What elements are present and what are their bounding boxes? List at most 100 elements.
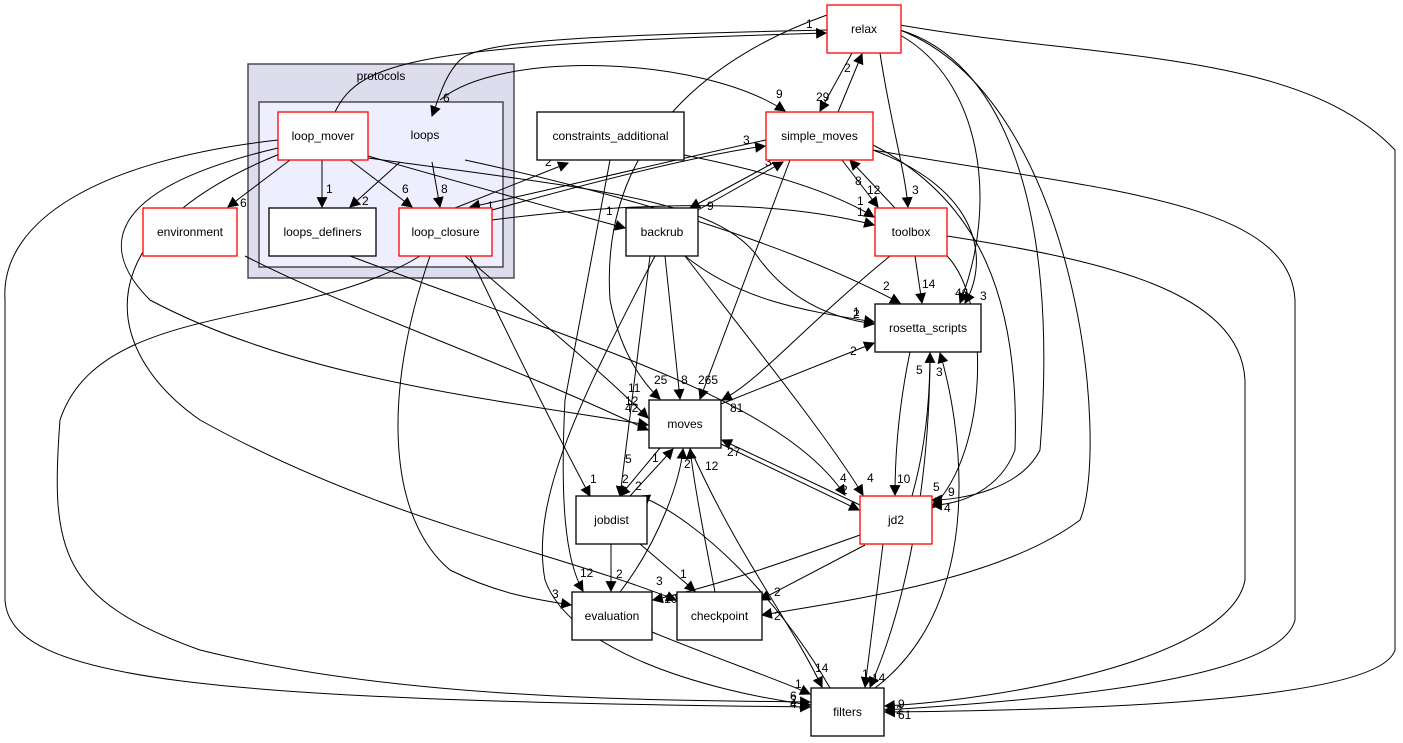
edge-simple_moves-to-moves[interactable] <box>698 159 791 401</box>
node-box[interactable] <box>536 111 685 161</box>
edge-moves-to-rosetta_scripts[interactable] <box>720 341 876 405</box>
edge-rosetta_scripts-to-filters[interactable] <box>869 351 931 689</box>
edge-label-rosetta_scripts-to-jd2[interactable]: 10 <box>897 472 911 486</box>
edge-environment-to-moves[interactable] <box>244 255 649 431</box>
edge-relax-to-checkpoint[interactable] <box>760 29 1091 619</box>
node-toolbox[interactable]: toolbox <box>874 207 948 257</box>
edge-simple_moves-to-relax[interactable] <box>837 52 864 113</box>
edge-label-loop_closure-to-moves[interactable]: 11 <box>628 381 641 395</box>
edge-constraints_additional-to-toolbox[interactable] <box>683 154 875 218</box>
edge-label-loop_mover-to-backrub[interactable]: 1 <box>606 204 613 218</box>
edge-simple_moves-to-jd2[interactable] <box>872 144 1016 511</box>
edge-loop_closure-to-evaluation[interactable] <box>397 255 573 609</box>
edge-toolbox-to-moves[interactable] <box>721 255 891 401</box>
edge-jd2-to-checkpoint[interactable] <box>759 544 866 601</box>
edge-loops-to-loop_closure[interactable] <box>431 161 444 209</box>
edge-label-jd2-to-rosetta_scripts[interactable]: 5 <box>916 363 923 377</box>
edge-label-loop_mover-to-moves[interactable]: 12 <box>625 394 639 408</box>
node-box[interactable] <box>765 111 874 161</box>
edge-label-constraints_additional-to-toolbox[interactable]: 1 <box>857 205 864 219</box>
edge-toolbox-to-filters[interactable] <box>883 235 1246 711</box>
edge-relax-to-loops[interactable] <box>430 29 828 118</box>
edge-loop_mover-to-environment[interactable] <box>227 159 291 208</box>
edge-label-jd2-to-checkpoint[interactable]: 2 <box>774 585 781 599</box>
edge-label-moves-to-jd2[interactable]: 2 <box>841 483 848 497</box>
edge-label-loop_mover-to-rosetta_scripts[interactable]: 2 <box>853 307 860 321</box>
edge-loop_mover-to-relax[interactable] <box>334 27 828 113</box>
node-box[interactable] <box>874 207 948 257</box>
edge-label-loop_closure-to-jobdist[interactable]: 1 <box>590 472 597 486</box>
node-box[interactable] <box>625 207 699 257</box>
edge-label-backrub-to-jobdist[interactable]: 2 <box>622 472 629 486</box>
edge-loop_closure-to-jobdist[interactable] <box>469 255 591 497</box>
edge-simple_moves-to-toolbox[interactable] <box>841 159 879 208</box>
edge-loops-to-rosetta_scripts[interactable] <box>464 159 901 304</box>
edge-backrub-to-rosetta_scripts[interactable] <box>684 255 876 326</box>
edge-label-loop_mover-to-loop_closure[interactable]: 6 <box>402 182 409 196</box>
edge-label-toolbox-to-moves[interactable]: 81 <box>730 401 744 415</box>
edge-label-loop_closure-to-simple_moves[interactable]: 3 <box>743 133 750 147</box>
edge-label-loop_mover-to-environment[interactable]: 6 <box>240 196 247 210</box>
edge-label-toolbox-to-jd2[interactable]: 4 <box>944 501 951 515</box>
edge-jobdist-to-moves[interactable] <box>629 448 674 497</box>
edge-jd2-to-filters[interactable] <box>860 543 884 689</box>
edge-label-toolbox-to-filters[interactable]: 2 <box>896 703 903 717</box>
edge-label-loop_mover-to-loops_definers[interactable]: 1 <box>326 182 333 196</box>
edge-label-evaluation-to-moves[interactable]: 2 <box>684 457 691 471</box>
edge-label-simple_moves-to-backrub[interactable]: 3 <box>765 155 772 169</box>
edge-relax-to-filters[interactable] <box>883 24 1396 718</box>
node-box[interactable] <box>810 687 885 737</box>
edge-loop_mover-to-loop_closure[interactable] <box>349 159 413 208</box>
edge-moves-to-jd2[interactable] <box>720 443 860 511</box>
edge-label-simple_moves-to-jd2[interactable]: 5 <box>933 480 940 494</box>
node-box[interactable] <box>575 495 648 545</box>
node-simple-moves[interactable]: simple_moves <box>765 111 874 161</box>
node-box[interactable] <box>648 399 722 449</box>
edge-label-filters-to-rosetta_scripts[interactable]: 3 <box>936 365 943 379</box>
edge-loops-to-simple_moves[interactable] <box>439 65 786 112</box>
edge-label-rosetta_scripts-to-filters[interactable]: 14 <box>872 671 886 685</box>
edge-label-moves-to-rosetta_scripts[interactable]: 2 <box>850 344 857 358</box>
node-box[interactable] <box>826 4 902 54</box>
edge-label-backrub-to-moves[interactable]: 8 <box>681 373 688 387</box>
edge-label-simple_moves-to-relax[interactable]: 2 <box>844 61 851 75</box>
edge-label-toolbox-to-simple_moves[interactable]: 8 <box>855 174 862 188</box>
node-box[interactable] <box>859 495 933 545</box>
edge-loop_closure-to-toolbox[interactable] <box>491 205 876 228</box>
edge-label-filters-to-jobdist[interactable]: 2 <box>635 479 642 493</box>
edge-label-jd2-to-moves[interactable]: 27 <box>727 445 741 459</box>
edge-label-simple_moves-to-loop_closure[interactable]: 1 <box>487 199 494 213</box>
edge-backrub-to-jobdist[interactable] <box>615 255 651 498</box>
edge-label-loops-to-loop_closure[interactable]: 8 <box>441 182 448 196</box>
edge-loop_closure-to-moves[interactable] <box>464 255 649 419</box>
edge-loop_closure-to-simple_moves[interactable] <box>491 141 767 211</box>
edge-label-evaluation-to-filters[interactable]: 1 <box>795 677 802 691</box>
cluster-label-loops[interactable]: loops <box>411 128 440 142</box>
edge-label-relax-to-filters[interactable]: 61 <box>898 708 912 722</box>
edge-label-relax-to-checkpoint[interactable]: 2 <box>774 609 781 623</box>
edge-label-constraints_additional-to-evaluation[interactable]: 12 <box>580 566 594 580</box>
edge-label-relax-to-moves[interactable]: 25 <box>654 373 668 387</box>
edge-loops_definers-to-jd2[interactable] <box>349 255 846 496</box>
edge-label-loops-to-simple_moves[interactable]: 9 <box>776 87 783 101</box>
edge-label-backrub-to-rosetta_scripts[interactable]: 1 <box>853 305 860 319</box>
node-box[interactable] <box>268 207 377 257</box>
edge-simple_moves-to-backrub[interactable] <box>689 161 776 209</box>
edge-backrub-to-filters[interactable] <box>541 255 812 710</box>
edge-loop_mover-to-rosetta_scripts[interactable] <box>367 157 876 329</box>
edge-label-checkpoint-to-moves[interactable]: 12 <box>705 459 719 473</box>
edge-label-loops-to-rosetta_scripts[interactable]: 2 <box>883 279 890 293</box>
node-box[interactable] <box>398 207 493 257</box>
edge-relax-to-rosetta_scripts[interactable] <box>899 34 981 305</box>
node-filters[interactable]: filters <box>810 687 885 737</box>
edge-filters-to-rosetta_scripts[interactable] <box>874 351 960 689</box>
edge-label-relax-to-simple_moves[interactable]: 29 <box>816 90 830 104</box>
edge-evaluation-to-filters[interactable] <box>651 631 811 695</box>
edge-label-jobdist-to-evaluation[interactable]: 2 <box>616 567 623 581</box>
edge-checkpoint-to-moves[interactable] <box>685 447 716 593</box>
edge-label-loop_closure-to-filters[interactable]: 6 <box>790 689 797 703</box>
node-relax[interactable]: relax <box>826 4 902 54</box>
edge-label-loops-to-loops_definers[interactable]: 2 <box>362 194 369 208</box>
edge-label-jd2-to-filters[interactable]: 1 <box>862 667 869 681</box>
node-evaluation[interactable]: evaluation <box>571 591 653 641</box>
